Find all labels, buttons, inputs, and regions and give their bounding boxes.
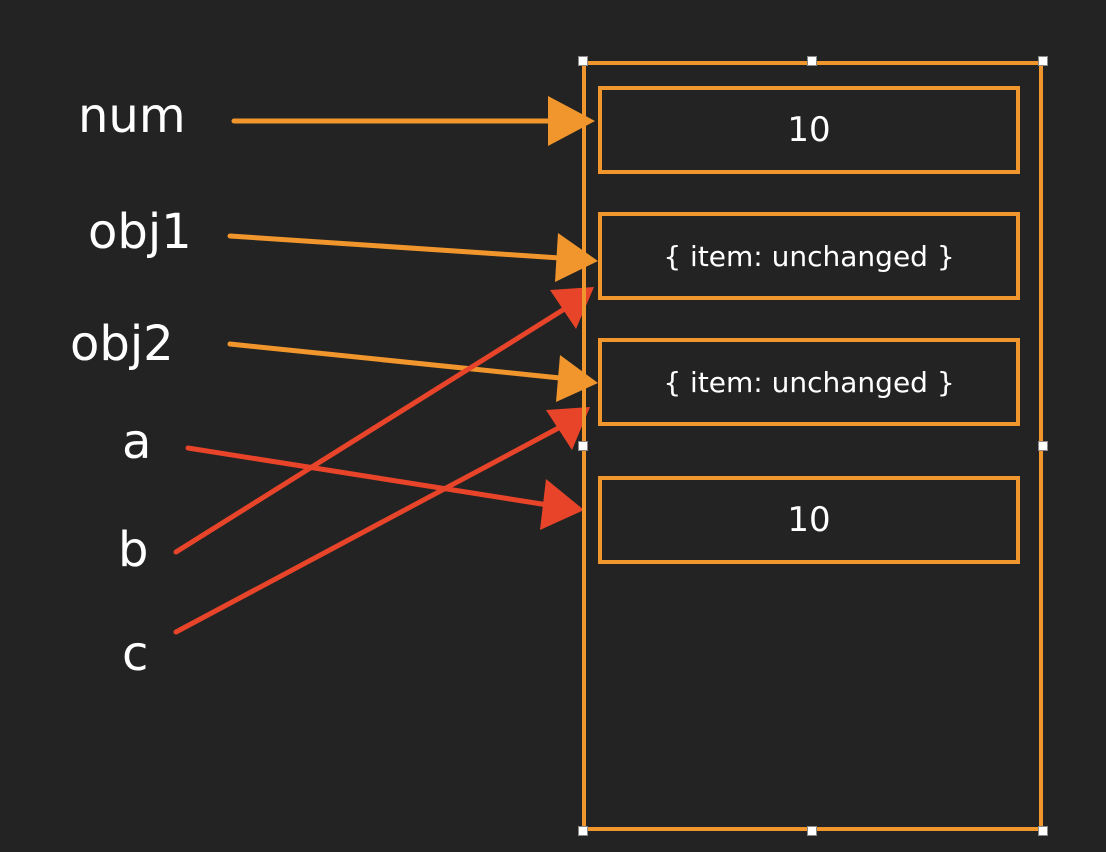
memory-cell-1: 10 [598,86,1020,174]
resize-handle-top-center[interactable] [807,56,817,66]
arrow-obj2-to-cell3 [227,341,563,381]
resize-handle-bottom-center[interactable] [807,826,817,836]
arrow-head-obj2 [556,355,598,402]
resize-handle-middle-left[interactable] [578,441,588,451]
memory-cell-4: 10 [598,476,1020,564]
arrow-head-a [540,479,584,530]
variable-obj2: obj2 [70,316,174,372]
arrow-b-to-cell2 [173,305,569,555]
resize-handle-middle-right[interactable] [1038,441,1048,451]
arrow-head-num [548,96,595,146]
arrow-c-to-cell3 [173,421,569,635]
arrow-obj1-to-cell2 [227,233,563,261]
variable-num: num [78,88,186,144]
memory-frame[interactable] [582,61,1043,831]
memory-cell-2: { item: unchanged } [598,212,1020,300]
arrow-head-obj1 [555,233,598,282]
memory-cell-3: { item: unchanged } [598,338,1020,426]
arrow-a-to-cell4 [185,445,551,508]
variable-c: c [122,626,149,682]
variable-a: a [122,414,152,470]
resize-handle-bottom-right[interactable] [1038,826,1048,836]
arrow-head-c [546,407,590,450]
resize-handle-top-left[interactable] [578,56,588,66]
resize-handle-top-right[interactable] [1038,56,1048,66]
resize-handle-bottom-left[interactable] [578,826,588,836]
variable-obj1: obj1 [88,204,192,260]
variable-b: b [118,522,149,578]
